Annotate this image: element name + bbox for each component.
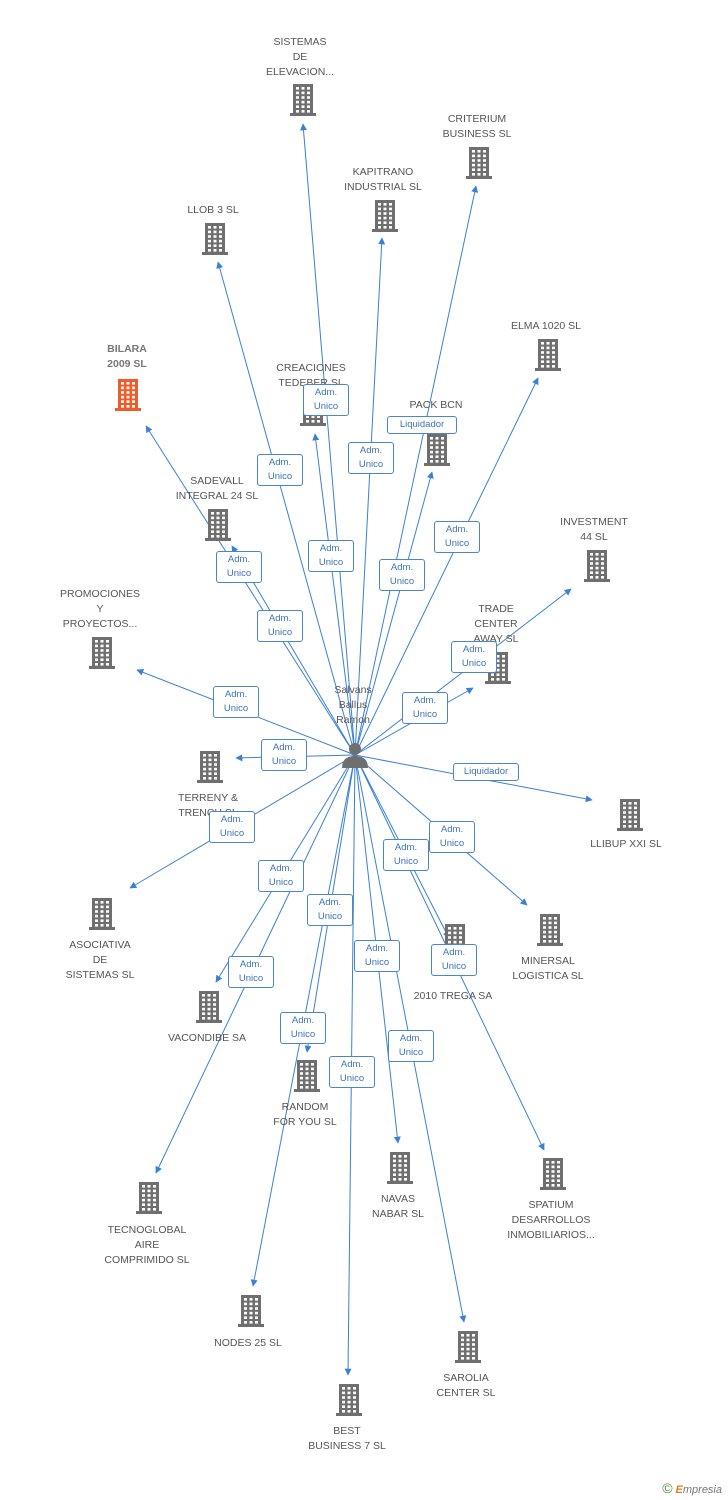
copyright-notice: ©Empresia <box>662 1480 722 1496</box>
role-badge-navas-nabar[interactable]: Adm. Unico <box>354 940 400 972</box>
role-badge-spatium[interactable]: Adm. Unico <box>383 839 429 871</box>
edge-creaciones-tedeber <box>312 433 356 756</box>
building-icon-criterium[interactable] <box>466 147 492 179</box>
role-badge-elma-1020[interactable]: Adm. Unico <box>434 521 480 553</box>
edge-llob-3 <box>216 261 356 756</box>
building-icon-sadevall[interactable] <box>205 509 231 541</box>
edge-sistemas-elevacion <box>300 123 356 756</box>
building-icon-vacondibe[interactable] <box>196 991 222 1023</box>
edge-pack-bcn <box>354 471 434 756</box>
role-badge-asociativa[interactable]: Adm. Unico <box>209 811 255 843</box>
copyright-symbol: © <box>662 1480 673 1496</box>
building-icon-promociones[interactable] <box>89 637 115 669</box>
company-label-bilara-2009[interactable]: BILARA 2009 SL <box>107 343 147 370</box>
edge-elma-1020 <box>354 377 539 756</box>
building-icon-terreny[interactable] <box>197 751 223 783</box>
role-badge-minersal[interactable]: Adm. Unico <box>429 821 475 853</box>
person-icon[interactable] <box>342 743 368 768</box>
building-icon-asociativa[interactable] <box>89 898 115 930</box>
company-label-kapitrano[interactable]: KAPITRANO INDUSTRIAL SL <box>344 166 422 193</box>
company-label-pack-bcn[interactable]: PACK BCN <box>409 399 463 411</box>
company-label-nodes-25[interactable]: NODES 25 SL <box>214 1337 282 1349</box>
role-badge-llibup[interactable]: Liquidador <box>453 762 519 781</box>
role-badge-investment-44[interactable]: Adm. Unico <box>451 641 497 673</box>
building-icon-nodes-25[interactable] <box>238 1295 264 1327</box>
role-badge-vacondibe[interactable]: Adm. Unico <box>228 956 274 988</box>
role-badge-sadevall[interactable]: Adm. Unico <box>257 610 303 642</box>
building-icon-sistemas-elevacion[interactable] <box>290 84 316 116</box>
person-label[interactable]: Salvans Ballus Ramon <box>334 684 372 726</box>
role-badge-creaciones-tedeber[interactable]: Adm. Unico <box>308 540 354 572</box>
building-icon-elma-1020[interactable] <box>535 339 561 371</box>
role-badge-bilara-2009[interactable]: Adm. Unico <box>216 551 262 583</box>
role-badge-trega-2010[interactable]: Adm. Unico <box>431 944 477 976</box>
building-icon-navas-nabar[interactable] <box>387 1152 413 1184</box>
company-label-spatium[interactable]: SPATIUM DESARROLLOS INMOBILIARIOS... <box>507 1199 595 1241</box>
company-label-minersal[interactable]: MINERSAL LOGISTICA SL <box>512 955 584 982</box>
role-badge-trade-center[interactable]: Adm. Unico <box>402 692 448 724</box>
company-label-llibup[interactable]: LLIBUP XXI SL <box>590 838 662 850</box>
company-label-elma-1020[interactable]: ELMA 1020 SL <box>510 320 582 332</box>
role-badge-terreny[interactable]: Adm. Unico <box>261 739 307 771</box>
building-icon-tecnoglobal[interactable] <box>136 1182 162 1214</box>
role-badge-kapitrano[interactable]: Adm. Unico <box>348 442 394 474</box>
role-badge-criterium[interactable]: Adm. Unico <box>379 559 425 591</box>
company-label-random[interactable]: RANDOM FOR YOU SL <box>273 1101 337 1128</box>
company-label-llob-3[interactable]: LLOB 3 SL <box>187 204 239 216</box>
company-label-best-business-7[interactable]: BEST BUSINESS 7 SL <box>308 1425 386 1452</box>
role-badge-sarolia[interactable]: Adm. Unico <box>388 1030 434 1062</box>
company-label-sadevall[interactable]: SADEVALL INTEGRAL 24 SL <box>175 475 259 502</box>
role-badge-best-business-7[interactable]: Adm. Unico <box>329 1056 375 1088</box>
edge-bilara-2009 <box>145 425 356 756</box>
building-icon-bilara-2009[interactable] <box>115 379 141 411</box>
role-badge-promociones[interactable]: Adm. Unico <box>213 686 259 718</box>
role-badge-random[interactable]: Adm. Unico <box>258 860 304 892</box>
building-icon-llibup[interactable] <box>617 799 643 831</box>
company-label-vacondibe[interactable]: VACONDIBE SA <box>168 1032 246 1044</box>
edge-criterium <box>354 185 479 756</box>
building-icon-best-business-7[interactable] <box>336 1384 362 1416</box>
building-icon-random[interactable] <box>294 1060 320 1092</box>
building-icon-kapitrano[interactable] <box>372 200 398 232</box>
building-icon-investment-44[interactable] <box>584 550 610 582</box>
company-label-sarolia[interactable]: SAROLIA CENTER SL <box>436 1372 496 1399</box>
company-label-criterium[interactable]: CRITERIUM BUSINESS SL <box>442 113 512 140</box>
role-badge-pack-bcn[interactable]: Liquidador <box>387 415 457 434</box>
building-icon-sarolia[interactable] <box>455 1331 481 1363</box>
company-label-sistemas-elevacion[interactable]: SISTEMAS DE ELEVACION... <box>265 36 335 78</box>
company-label-navas-nabar[interactable]: NAVAS NABAR SL <box>372 1193 424 1220</box>
company-label-investment-44[interactable]: INVESTMENT 44 SL <box>560 516 628 543</box>
company-label-trega-2010[interactable]: 2010 TREGA SA <box>413 990 493 1002</box>
role-badge-sistemas-elevacion[interactable]: Adm. Unico <box>303 384 349 416</box>
role-badge-tecnoglobal[interactable]: Adm. Unico <box>280 1012 326 1044</box>
building-icon-minersal[interactable] <box>537 914 563 946</box>
role-badge-nodes-25[interactable]: Adm. Unico <box>307 894 353 926</box>
edge-kapitrano <box>354 237 386 756</box>
company-label-asociativa[interactable]: ASOCIATIVA DE SISTEMAS SL <box>65 939 135 981</box>
building-icon-llob-3[interactable] <box>202 223 228 255</box>
brand-logo: Empresia <box>675 1484 722 1496</box>
building-icon-pack-bcn[interactable] <box>424 434 450 466</box>
role-badge-llob-3[interactable]: Adm. Unico <box>257 454 303 486</box>
company-label-tecnoglobal[interactable]: TECNOGLOBAL AIRE COMPRIMIDO SL <box>104 1224 190 1266</box>
company-label-promociones[interactable]: PROMOCIONES Y PROYECTOS... <box>60 588 140 630</box>
building-icon-spatium[interactable] <box>540 1158 566 1190</box>
